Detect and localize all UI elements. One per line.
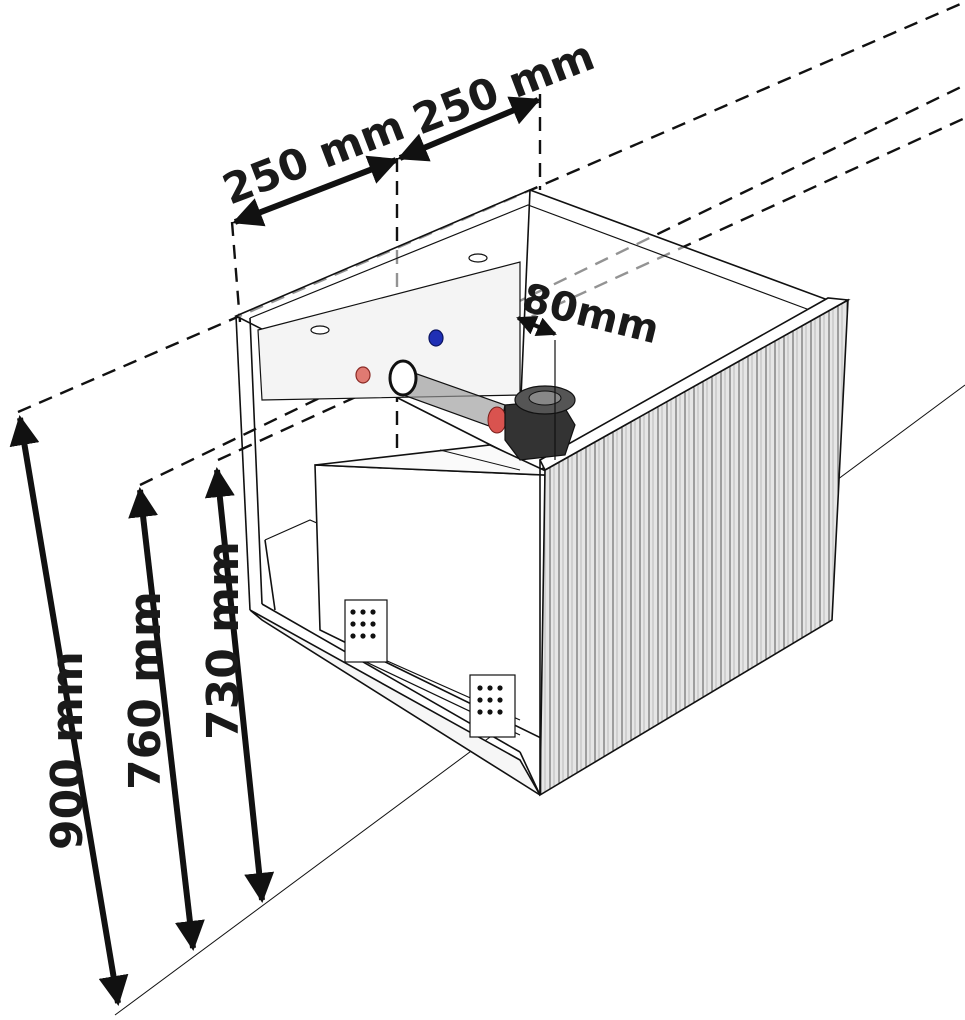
ref-line-760 bbox=[139, 83, 965, 487]
pipe-wall-opening bbox=[388, 359, 418, 397]
front-panel-top-edge bbox=[538, 297, 851, 472]
runner-bracket-left bbox=[344, 599, 388, 663]
arrow-width-right bbox=[397, 96, 541, 162]
arrow-width-left bbox=[232, 155, 399, 227]
label-height-730: 730 mm bbox=[198, 541, 249, 740]
dimension-arrows bbox=[9, 96, 557, 1006]
plumbing bbox=[355, 329, 576, 461]
arrow-height-900 bbox=[9, 415, 129, 1006]
label-width-right: 250 mm bbox=[406, 31, 601, 145]
cold-connection-icon bbox=[428, 329, 444, 347]
ribbed-front-panel bbox=[538, 297, 851, 797]
back-dowels bbox=[310, 253, 488, 335]
hot-connection-icon bbox=[355, 366, 371, 384]
runner-bracket-right bbox=[469, 674, 516, 738]
drawer bbox=[314, 444, 550, 742]
label-width-left: 250 mm bbox=[216, 101, 411, 215]
arrow-height-730 bbox=[204, 467, 275, 903]
ref-left-vert bbox=[230, 221, 242, 323]
label-height-900: 900 mm bbox=[42, 651, 93, 850]
label-height-760: 760 mm bbox=[120, 591, 171, 790]
arrow-height-760 bbox=[128, 487, 205, 951]
arrow-offset bbox=[516, 315, 557, 337]
siphon-red-ring bbox=[487, 406, 507, 434]
